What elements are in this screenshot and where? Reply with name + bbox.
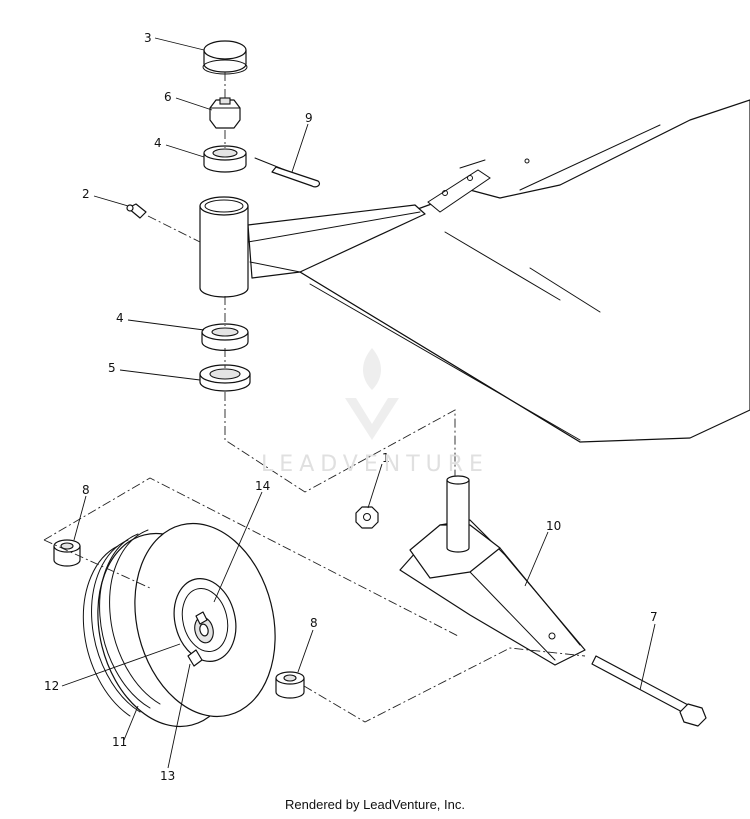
grease-fitting-part-14 bbox=[195, 611, 208, 625]
callout-11: 11 bbox=[112, 735, 127, 749]
grease-fitting-part-2 bbox=[126, 203, 147, 219]
callout-10: 10 bbox=[546, 519, 561, 533]
callout-12: 12 bbox=[44, 679, 59, 693]
seal-part-5 bbox=[199, 364, 251, 392]
callout-5: 5 bbox=[108, 361, 116, 375]
leadventure-logo-icon bbox=[345, 348, 399, 440]
valve-stem-part-13 bbox=[187, 649, 203, 667]
lock-nut-part-1 bbox=[355, 506, 379, 529]
wheel-tire-part-11 bbox=[82, 522, 276, 728]
mower-deck bbox=[299, 99, 750, 443]
upper-bearing-part-4 bbox=[203, 145, 247, 173]
spacer-part-8-right bbox=[275, 671, 305, 699]
callout-4-lower: 4 bbox=[116, 311, 124, 325]
callout-3: 3 bbox=[144, 31, 152, 45]
cotter-pin-part-9 bbox=[254, 157, 321, 188]
callout-7: 7 bbox=[650, 610, 658, 624]
callout-1: 1 bbox=[382, 451, 390, 465]
callout-8-right: 8 bbox=[310, 616, 318, 630]
callout-6: 6 bbox=[164, 90, 172, 104]
spacer-part-8-left bbox=[53, 539, 81, 567]
callout-4-upper: 4 bbox=[154, 136, 162, 150]
callout-8-left: 8 bbox=[82, 483, 90, 497]
dust-cap-part-3 bbox=[202, 40, 248, 75]
caster-pivot-tube bbox=[199, 196, 249, 298]
callout-14: 14 bbox=[255, 479, 270, 493]
callout-labels: 3 6 4 9 2 4 5 1 8 14 10 8 7 12 11 13 bbox=[44, 31, 658, 783]
callout-2: 2 bbox=[82, 187, 90, 201]
rendered-by-footer: Rendered by LeadVenture, Inc. bbox=[285, 797, 465, 812]
caster-fork-part-10 bbox=[399, 475, 586, 666]
leadventure-watermark: LEADVENTURE bbox=[261, 452, 489, 477]
castle-nut-part-6 bbox=[209, 97, 241, 129]
lower-bearing-part-4 bbox=[201, 323, 249, 351]
axle-bolt-part-7 bbox=[591, 655, 707, 727]
caster-arm bbox=[247, 204, 426, 279]
callout-13: 13 bbox=[160, 769, 175, 783]
callout-leaders bbox=[61, 37, 656, 769]
callout-9: 9 bbox=[305, 111, 313, 125]
